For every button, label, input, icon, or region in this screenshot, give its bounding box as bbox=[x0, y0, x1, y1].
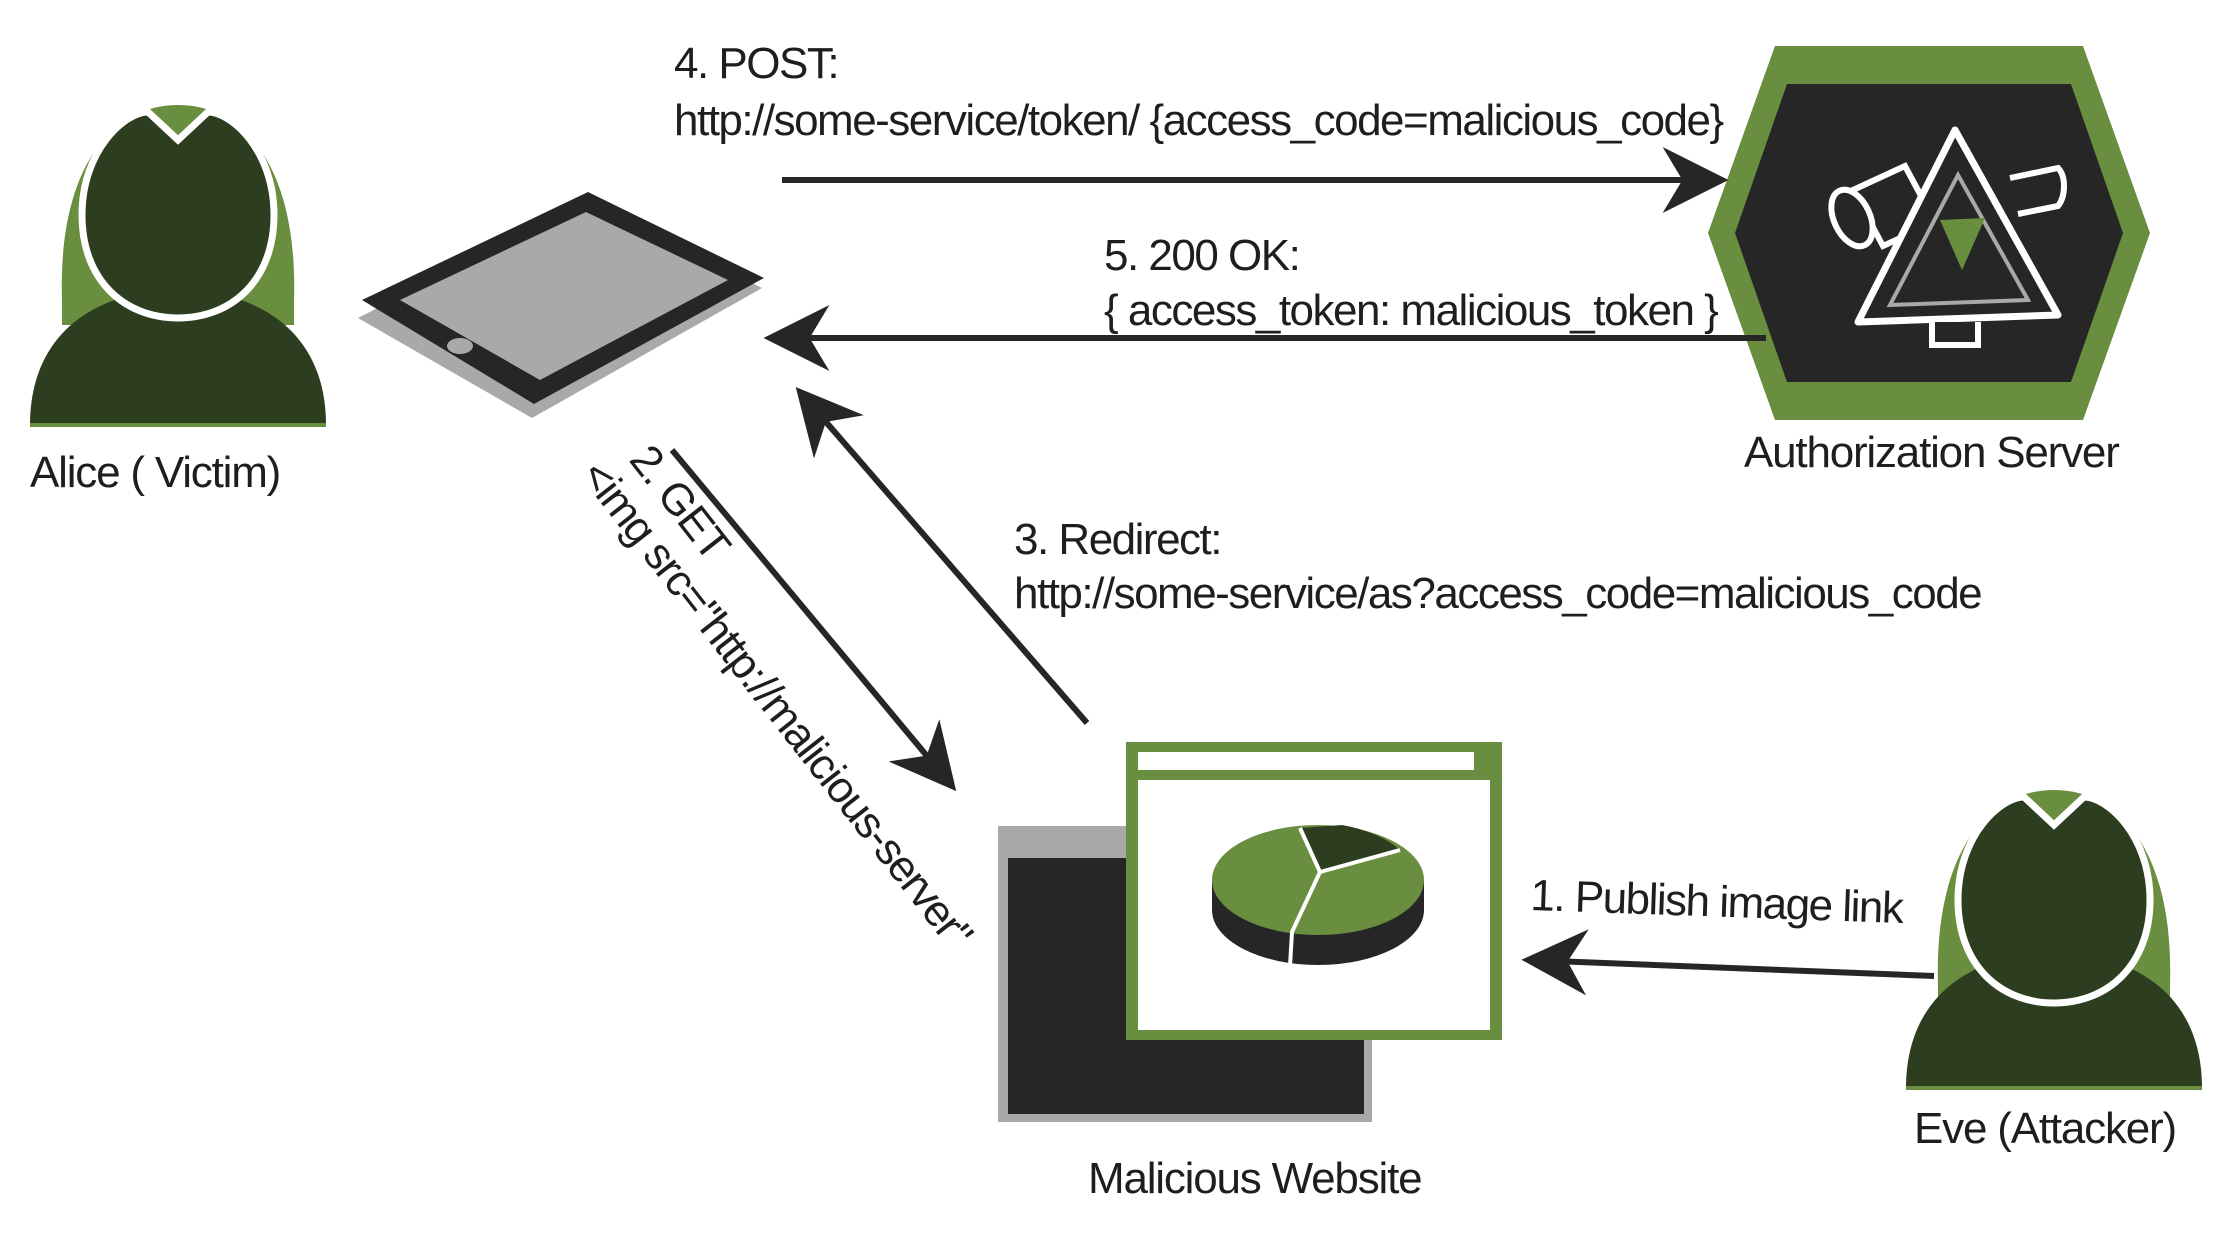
step-4-title: 4. POST: bbox=[674, 39, 838, 88]
auth-server-label: Authorization Server bbox=[1744, 428, 2119, 477]
alice-label: Alice ( Victim) bbox=[30, 448, 280, 497]
pie-chart-icon bbox=[1212, 825, 1424, 967]
step-4-body: http://some-service/token/ {access_code=… bbox=[674, 96, 1723, 145]
step-3-body: http://some-service/as?access_code=malic… bbox=[1014, 569, 1981, 618]
alice-icon bbox=[30, 105, 326, 427]
authorization-server-icon bbox=[1708, 46, 2150, 420]
step-5-body: { access_token: malicious_token } bbox=[1104, 286, 1718, 335]
arrow-step-3 bbox=[795, 387, 1090, 725]
eve-icon bbox=[1906, 790, 2202, 1090]
step-5-title: 5. 200 OK: bbox=[1104, 231, 1299, 280]
website-label: Malicious Website bbox=[1088, 1154, 1421, 1203]
arrow-step-2 bbox=[669, 448, 957, 792]
step-3-title: 3. Redirect: bbox=[1014, 515, 1221, 564]
arrow-step-1 bbox=[1521, 929, 1935, 996]
eve-label: Eve (Attacker) bbox=[1914, 1104, 2176, 1153]
tablet-icon bbox=[358, 192, 764, 418]
step-1-label: 1. Publish image link bbox=[1530, 871, 1906, 933]
